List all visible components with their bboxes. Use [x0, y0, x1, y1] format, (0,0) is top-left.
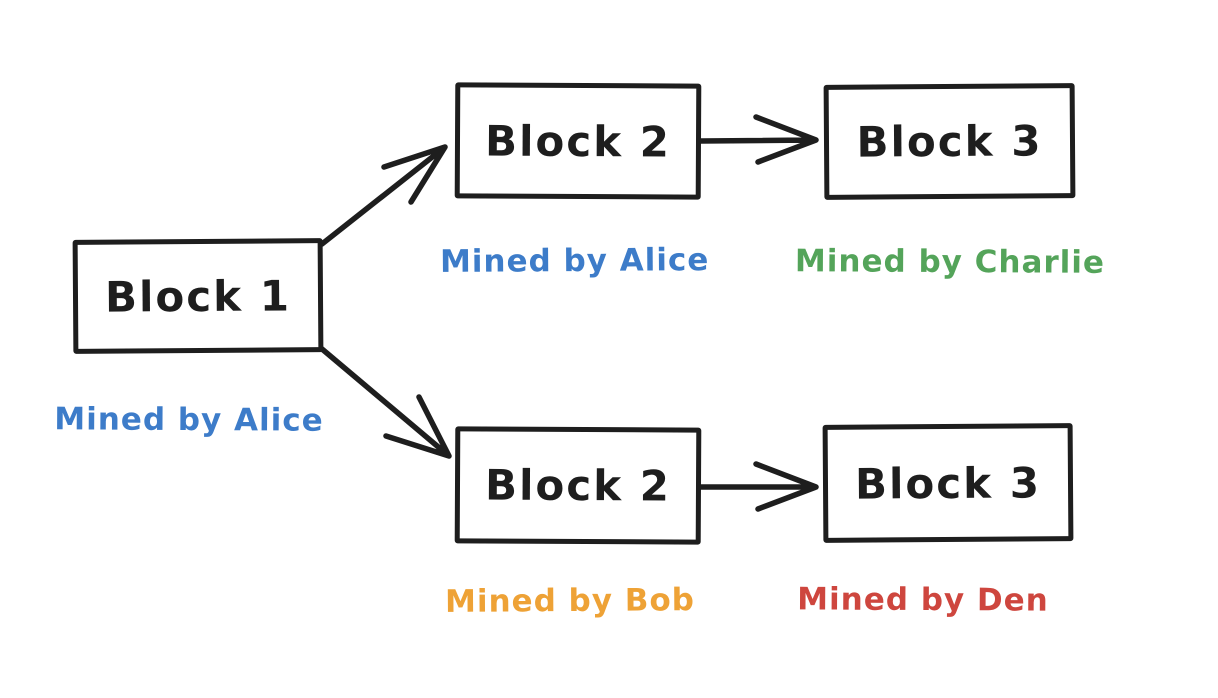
arrow-block2-top-to-block3-top	[698, 114, 819, 165]
block-node-1: Block 1	[72, 238, 324, 354]
block-label: Block 3	[854, 457, 1042, 509]
arrow-block1-to-block2-top	[319, 144, 448, 247]
block-node-2-bottom: Block 2	[454, 426, 702, 545]
miner-label-block-3-top: Mined by Charlie	[794, 243, 1106, 281]
miner-label-block-2-top: Mined by Alice	[439, 242, 710, 280]
arrow-block1-to-block2-bottom	[319, 346, 452, 459]
block-label: Block 1	[104, 270, 292, 322]
block-label: Block 3	[856, 116, 1043, 167]
miner-label-block-3-bottom: Mined by Den	[797, 581, 1049, 619]
block-node-3-top: Block 3	[823, 83, 1076, 200]
miner-label-block-1: Mined by Alice	[54, 401, 324, 439]
block-label: Block 2	[484, 460, 672, 511]
arrow-block2-bottom-to-block3-bottom	[698, 461, 819, 512]
block-label: Block 2	[484, 116, 672, 166]
block-node-3-bottom: Block 3	[822, 423, 1074, 543]
miner-label-block-2-bottom: Mined by Bob	[444, 582, 696, 620]
block-node-2-top: Block 2	[454, 82, 702, 200]
